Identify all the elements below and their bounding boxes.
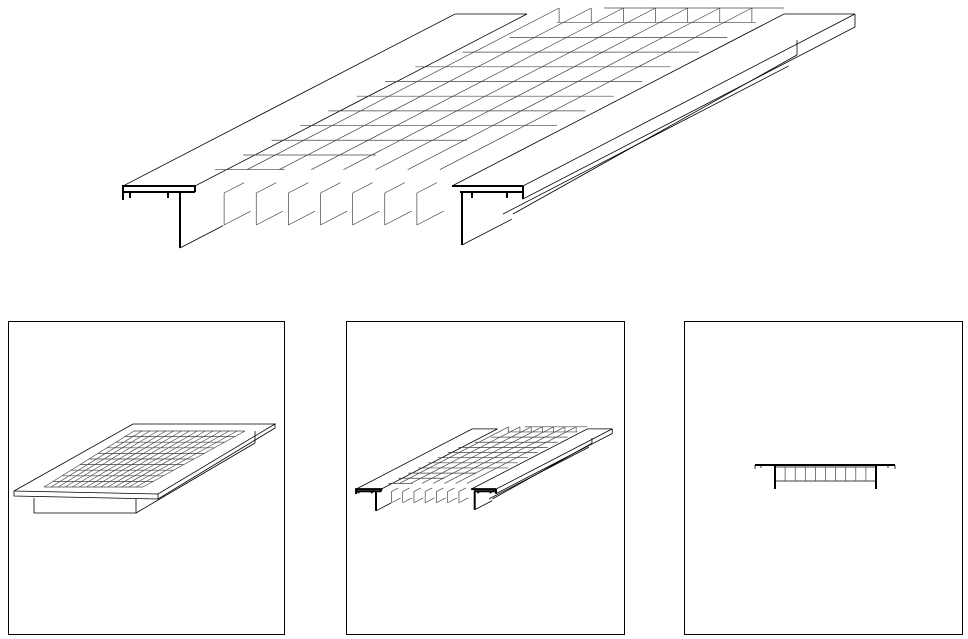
right-rail-stem-edge [462,219,512,245]
thumbnail-view-assembled[interactable] [8,321,285,635]
left-rail-top-face [123,14,527,186]
thumbnail-view-exploded[interactable] [346,321,625,635]
blade-top-edge [376,8,688,170]
blade-top-front [353,183,373,193]
front-elevation-drawing [755,465,895,489]
collar [34,498,136,513]
blade-bottom-edge [417,211,444,225]
thumbnail-view-front[interactable] [684,321,963,635]
blade-bottom-edge [256,211,283,225]
blade-bottom-edge [288,211,315,225]
blade-top-front [256,183,276,193]
blade-bottom-edge [224,211,251,225]
blade-top-front [288,183,308,193]
right-rail-skirt-line [513,55,797,214]
blade-top-edge [279,8,591,170]
left-rail-stem-edge [180,226,223,248]
assembled-grille-drawing [14,424,275,513]
blade-top-front [321,183,341,193]
blade-bottom-edge [385,211,412,225]
blade-top-edge [247,8,559,170]
blade-top-edge [440,8,752,170]
collar-side [136,443,255,513]
blade-top-front [385,183,405,193]
blade-top-front [417,183,437,193]
blade-top-edge [408,8,720,170]
right-rail-side-face [523,14,855,199]
blade-top-edge [343,8,655,170]
right-rail-top-face [452,14,855,186]
blade-top-front [224,183,244,193]
blade-top-edge [311,8,623,170]
blade-bottom-edge [321,211,348,225]
main-isometric-view [123,8,855,248]
blade-bottom-edge [353,211,380,225]
